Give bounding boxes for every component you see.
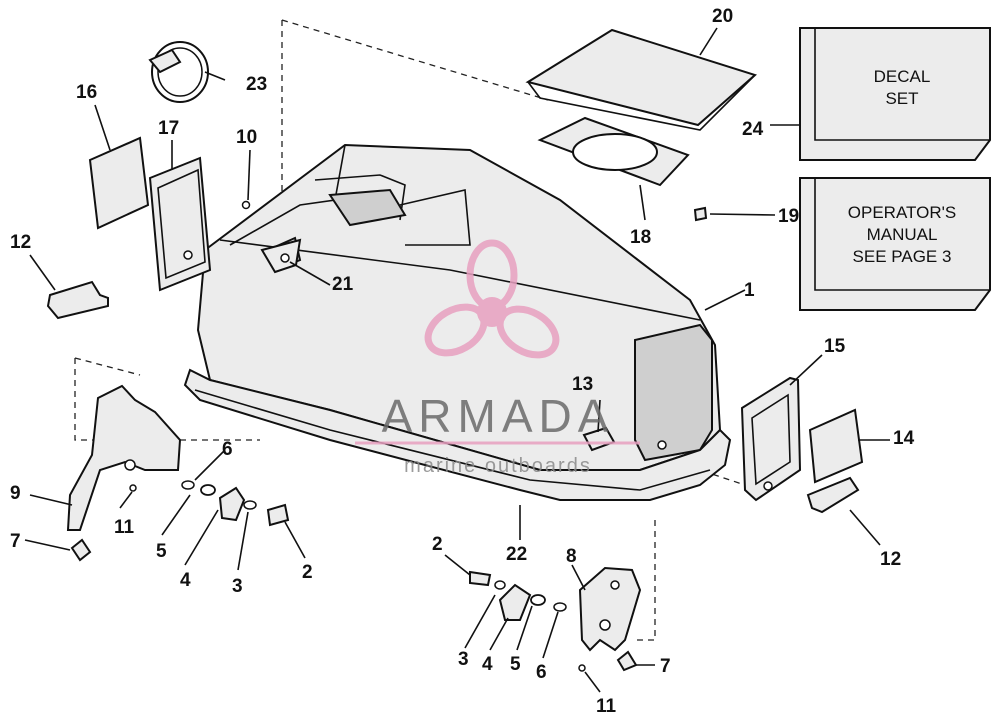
armada-watermark: ARMADA marine outboards — [355, 239, 640, 477]
callout-11b: 11 — [596, 696, 617, 717]
callout-19: 19 — [778, 206, 799, 227]
decal-set-box: DECAL SET — [799, 27, 991, 161]
left-access-frame — [148, 156, 212, 292]
callout-6b: 6 — [536, 662, 547, 683]
manual-box-line2: MANUAL — [867, 225, 938, 244]
cable-harness — [148, 41, 209, 103]
operators-manual-box: OPERATOR'S MANUAL SEE PAGE 3 — [799, 177, 991, 311]
decal-box-line1: DECAL — [874, 67, 931, 86]
left-mount-bracket — [66, 384, 182, 531]
right-mount-bracket — [578, 566, 642, 652]
screw-10 — [241, 200, 251, 210]
right-access-panel — [740, 376, 802, 502]
watermark-brand: ARMADA — [382, 390, 615, 442]
callout-24: 24 — [742, 119, 764, 140]
callout-20: 20 — [712, 6, 733, 27]
left-latch-handle — [46, 280, 109, 320]
callout-11a: 11 — [114, 517, 135, 538]
callout-15: 15 — [824, 336, 846, 357]
leader-lines — [24, 27, 890, 693]
callout-3b: 3 — [458, 649, 469, 670]
screw-19 — [693, 206, 708, 222]
callout-16: 16 — [76, 82, 97, 103]
callout-4b: 4 — [482, 654, 493, 675]
manual-box-line3: SEE PAGE 3 — [853, 247, 952, 266]
callout-9: 9 — [10, 483, 21, 504]
watermark-tagline: marine outboards — [404, 455, 592, 477]
callout-5b: 5 — [510, 654, 521, 675]
callout-12a: 12 — [10, 232, 31, 253]
callout-18: 18 — [630, 227, 651, 248]
alignment-lines — [74, 19, 761, 641]
callout-5a: 5 — [156, 541, 167, 562]
callout-22: 22 — [506, 544, 527, 565]
callout-17: 17 — [158, 118, 179, 139]
callout-7a: 7 — [10, 531, 21, 552]
callout-8: 8 — [566, 546, 577, 567]
right-decal-panel — [808, 408, 864, 484]
callout-1: 1 — [744, 280, 755, 301]
left-fastener-set — [70, 480, 290, 562]
callout-3a: 3 — [232, 576, 243, 597]
top-cover-panel — [525, 28, 757, 131]
right-latch-handle — [806, 476, 860, 514]
callout-numbers: 1 2 2 3 3 4 4 5 5 6 6 7 7 8 9 10 11 11 1… — [10, 6, 915, 717]
right-fastener-set — [469, 570, 638, 672]
callout-6a: 6 — [222, 439, 233, 460]
callout-10: 10 — [236, 127, 257, 148]
callout-14: 14 — [893, 428, 915, 449]
callout-23: 23 — [246, 74, 267, 95]
left-decal-panel — [88, 136, 150, 230]
callout-4a: 4 — [180, 570, 191, 591]
decal-box-line2: SET — [885, 89, 918, 108]
manual-box-line1: OPERATOR'S — [848, 203, 956, 222]
callout-2b: 2 — [432, 534, 443, 555]
callout-21: 21 — [332, 274, 354, 295]
callout-13: 13 — [572, 374, 593, 395]
propeller-logo-icon — [424, 239, 560, 359]
cover-seal-rim — [183, 368, 732, 501]
callout-12b: 12 — [880, 549, 901, 570]
callout-7b: 7 — [660, 656, 671, 677]
callout-2a: 2 — [302, 562, 313, 583]
intake-grille-frame — [537, 116, 690, 187]
